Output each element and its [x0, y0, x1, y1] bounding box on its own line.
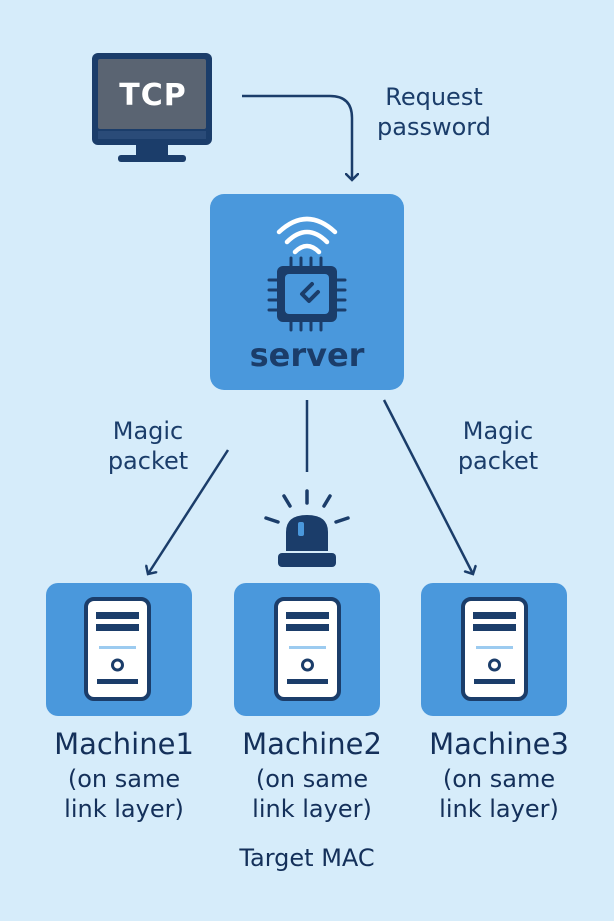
machine2-sub-line1: (on same: [255, 765, 369, 793]
machine2-sub-line2: link layer): [252, 795, 372, 823]
tcp-label: TCP: [119, 77, 187, 113]
tower-pc-icon: [84, 597, 151, 701]
machine1-sub-line2: link layer): [64, 795, 184, 823]
magic-packet-arrow-left: [148, 449, 230, 574]
magic-right-line2: packet: [457, 447, 539, 475]
machine2-box: [234, 583, 380, 716]
machine3-name: Machine3: [429, 727, 569, 761]
server-label: server: [249, 336, 365, 374]
request-arrow: [242, 94, 352, 180]
machine3-sub-line1: (on same: [442, 765, 556, 793]
tower-pc-icon: [461, 597, 528, 701]
chip-icon: [267, 256, 347, 332]
wifi-icon: [276, 216, 338, 255]
request-label-line2: password: [377, 113, 491, 141]
machine3-sub-line2: link layer): [439, 795, 559, 823]
machine1-sub: (on same link layer): [34, 764, 214, 824]
machine3-box: [421, 583, 567, 716]
machine3-sub: (on same link layer): [409, 764, 589, 824]
magic-packet-arrow-right: [382, 399, 473, 574]
machine2-sub: (on same link layer): [222, 764, 402, 824]
request-label: Request password: [372, 82, 496, 142]
magic-right-line1: Magic: [462, 417, 534, 445]
request-label-line1: Request: [385, 83, 483, 111]
magic-left-line1: Magic: [112, 417, 184, 445]
target-mac-label: Target MAC: [239, 844, 375, 872]
magic-left-line2: packet: [107, 447, 189, 475]
monitor-icon: [92, 53, 212, 162]
machine2-name: Machine2: [242, 727, 382, 761]
magic-packet-label-left: Magic packet: [96, 416, 200, 476]
alarm-light-icon: [264, 489, 350, 567]
magic-packet-label-right: Magic packet: [444, 416, 552, 476]
tower-pc-icon: [274, 597, 341, 701]
machine1-sub-line1: (on same: [67, 765, 181, 793]
machine1-box: [46, 583, 192, 716]
machine1-name: Machine1: [54, 727, 194, 761]
